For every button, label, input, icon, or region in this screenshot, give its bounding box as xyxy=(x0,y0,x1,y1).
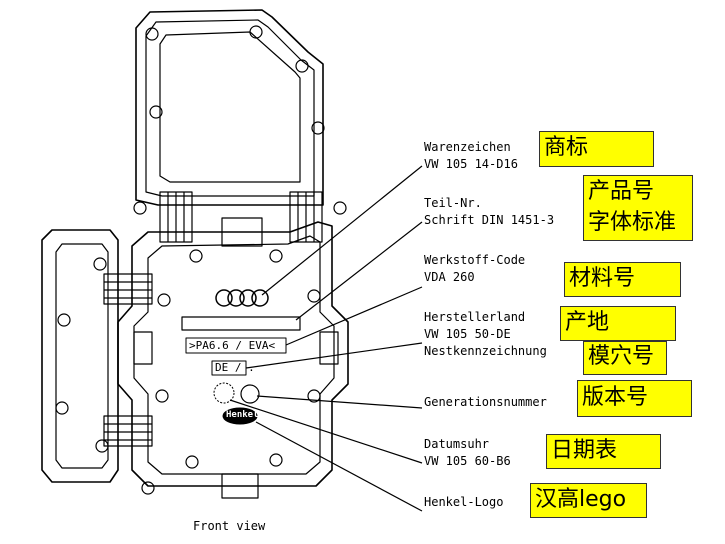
callout-line: Warenzeichen xyxy=(424,140,511,154)
date-clock xyxy=(213,382,235,404)
callout-line: Schrift DIN 1451-3 xyxy=(424,213,555,227)
right-tab xyxy=(319,331,339,365)
hinges xyxy=(103,191,323,447)
generation-circle xyxy=(240,384,260,404)
henkel-logo-text: Henkel xyxy=(226,410,259,420)
material-code-text: >PA6.6 / EVA< xyxy=(189,339,276,352)
audi-rings-logo xyxy=(215,289,269,307)
note-nest: 模穴号 xyxy=(583,341,667,375)
callout-line: Datumsuhr xyxy=(424,437,490,451)
callout-warenzeichen: Warenzeichen VW 105 14-D16 xyxy=(424,139,518,173)
note-werkstoff: 材料号 xyxy=(564,262,681,297)
housing-inner xyxy=(133,235,335,475)
note-generation: 版本号 xyxy=(577,380,692,417)
callout-line: VDA 260 xyxy=(424,270,475,284)
upper-lid-outer xyxy=(135,9,324,206)
callout-line: VW 105 14-D16 xyxy=(424,157,518,171)
top-notch xyxy=(221,217,263,247)
callout-generation: Generationsnummer xyxy=(424,394,547,411)
callout-line: Generationsnummer xyxy=(424,395,547,409)
henkel-logo-mark xyxy=(222,407,258,425)
callout-werkstoff: Werkstoff-Code VDA 260 xyxy=(424,252,525,286)
callout-line: Henkel-Logo xyxy=(424,495,504,509)
side-flap-outer xyxy=(41,229,119,483)
callout-line: Teil-Nr. xyxy=(424,196,482,210)
callout-datumsuhr: Datumsuhr VW 105 60-B6 xyxy=(424,436,511,470)
part-number-field xyxy=(181,316,301,331)
left-tab xyxy=(133,331,153,365)
callout-herstellerland: Herstellerland VW 105 50-DE xyxy=(424,309,525,343)
note-herstellerland: 产地 xyxy=(560,306,676,341)
note-datumsuhr: 日期表 xyxy=(546,434,661,469)
note-henkel: 汉高lego xyxy=(530,483,647,518)
note-warenzeichen: 商标 xyxy=(539,131,654,167)
upper-lid-inner xyxy=(145,19,315,197)
callout-line: Nestkennzeichnung xyxy=(424,344,547,358)
callout-line: Werkstoff-Code xyxy=(424,253,526,267)
housing-outer xyxy=(117,221,349,487)
country-code-text: DE / . xyxy=(215,361,255,374)
side-flap-inner xyxy=(55,243,109,469)
leader-lines xyxy=(229,165,423,512)
callout-nest: Nestkennzeichnung xyxy=(424,343,547,360)
callout-teil-nr: Teil-Nr. Schrift DIN 1451-3 xyxy=(424,195,554,229)
callout-line: VW 105 50-DE xyxy=(424,327,511,341)
callout-line: VW 105 60-B6 xyxy=(424,454,511,468)
bottom-notch xyxy=(221,473,259,499)
figure-caption: Front view xyxy=(193,519,266,533)
upper-lid-seal xyxy=(159,31,301,183)
material-code-box xyxy=(185,337,287,354)
callout-henkel: Henkel-Logo xyxy=(424,494,503,511)
screw-bosses xyxy=(55,25,347,495)
note-teil-nr: 产品号 字体标准 xyxy=(583,175,693,241)
callout-line: Herstellerland xyxy=(424,310,526,324)
